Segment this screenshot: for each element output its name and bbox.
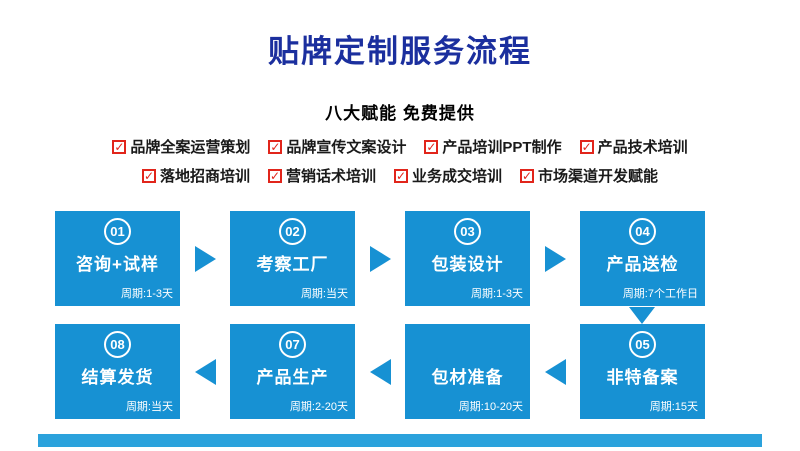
step-period: 周期:2-20天 — [289, 401, 348, 413]
step-title: 咨询+试样 — [76, 255, 159, 274]
step-period: 周期:当天 — [300, 288, 348, 300]
step-number-badge: 05 — [629, 331, 656, 358]
checkbox-icon: ✓ — [268, 139, 283, 154]
benefit-item: ✓ 品牌宣传文案设计 — [268, 136, 406, 157]
benefit-item: ✓ 市场渠道开发赋能 — [520, 165, 658, 186]
step-period: 周期:1-3天 — [471, 288, 523, 300]
flow-step-05: 05 非特备案 周期:15天 — [580, 324, 705, 419]
benefits-row-2: ✓ 落地招商培训 ✓ 营销话术培训 ✓ 业务成交培训 ✓ 市场渠道开发赋能 — [0, 165, 800, 186]
step-period: 周期:10-20天 — [458, 401, 523, 413]
arrow-down-icon — [629, 307, 655, 324]
bottom-decorative-strip — [38, 434, 762, 447]
flow-step-07: 07 产品生产 周期:2-20天 — [230, 324, 355, 419]
benefit-label: 业务成交培训 — [412, 168, 503, 185]
arrow-right-icon — [544, 245, 566, 272]
step-title: 产品送检 — [606, 255, 679, 274]
arrow-left-icon — [369, 358, 391, 385]
flow-step-02: 02 考察工厂 周期:当天 — [230, 211, 355, 306]
benefits-row-1: ✓ 品牌全案运营策划 ✓ 品牌宣传文案设计 ✓ 产品培训PPT制作 ✓ 产品技术… — [0, 136, 800, 157]
step-number-badge: 04 — [629, 218, 656, 245]
arrow-right-icon — [194, 245, 216, 272]
checkbox-icon: ✓ — [579, 139, 594, 154]
flow-step-03: 03 包装设计 周期:1-3天 — [405, 211, 530, 306]
step-title: 包装设计 — [431, 255, 504, 274]
arrow-right-icon — [369, 245, 391, 272]
flow-row-1: 01 咨询+试样 周期:1-3天 02 考察工厂 周期:当天 03 包装设计 周… — [55, 211, 705, 306]
arrow-gap — [530, 358, 580, 385]
checkbox-icon: ✓ — [267, 168, 282, 183]
flow-row-2: 08 结算发货 周期:当天 07 产品生产 周期:2-20天 包材准备 周期:1… — [55, 324, 705, 419]
step-number-badge: 07 — [279, 331, 306, 358]
flow-step-04: 04 产品送检 周期:7个工作日 — [580, 211, 705, 306]
benefit-label: 产品技术培训 — [597, 139, 688, 156]
benefit-item: ✓ 产品技术培训 — [579, 136, 688, 157]
benefit-item: ✓ 业务成交培训 — [394, 165, 502, 186]
benefit-label: 营销话术培训 — [285, 168, 376, 185]
subtitle: 八大赋能 免费提供 — [325, 104, 475, 123]
flow-step-baozhun: 包材准备 周期:10-20天 — [405, 324, 530, 419]
step-number-badge: 03 — [454, 218, 481, 245]
arrow-left-icon — [544, 358, 566, 385]
flow-step-08: 08 结算发货 周期:当天 — [55, 324, 180, 419]
page-title: 贴牌定制服务流程 — [268, 34, 532, 69]
arrow-gap — [355, 245, 405, 272]
arrow-gap — [180, 245, 230, 272]
step-number-badge: 01 — [104, 218, 131, 245]
step-title: 产品生产 — [256, 368, 329, 387]
flow-step-01: 01 咨询+试样 周期:1-3天 — [55, 211, 180, 306]
checkbox-icon: ✓ — [424, 139, 439, 154]
benefit-label: 产品培训PPT制作 — [442, 139, 562, 156]
step-number-badge: 08 — [104, 331, 131, 358]
arrow-gap — [530, 245, 580, 272]
arrow-left-icon — [194, 358, 216, 385]
benefit-label: 品牌宣传文案设计 — [286, 139, 407, 156]
checkbox-icon: ✓ — [112, 139, 127, 154]
benefit-item: ✓ 营销话术培训 — [267, 165, 376, 186]
benefit-item: ✓ 品牌全案运营策划 — [112, 136, 250, 157]
checkbox-icon: ✓ — [520, 168, 535, 183]
checkbox-icon: ✓ — [394, 168, 408, 183]
step-title: 包材准备 — [431, 368, 504, 387]
step-title: 结算发货 — [81, 368, 154, 387]
benefit-item: ✓ 产品培训PPT制作 — [424, 136, 562, 157]
benefit-label: 市场渠道开发赋能 — [538, 168, 659, 185]
step-number-badge: 02 — [279, 218, 306, 245]
checkbox-icon: ✓ — [141, 168, 156, 183]
step-period: 周期:当天 — [125, 401, 173, 413]
step-period: 周期:1-3天 — [121, 288, 173, 300]
arrow-gap — [180, 358, 230, 385]
benefit-label: 落地招商培训 — [159, 168, 250, 185]
step-title: 考察工厂 — [256, 255, 329, 274]
benefit-label: 品牌全案运营策划 — [130, 139, 251, 156]
arrow-gap — [355, 358, 405, 385]
benefit-item: ✓ 落地招商培训 — [141, 165, 250, 186]
process-flow: 01 咨询+试样 周期:1-3天 02 考察工厂 周期:当天 03 包装设计 周… — [55, 211, 705, 419]
step-period: 周期:7个工作日 — [622, 288, 698, 300]
step-period: 周期:15天 — [649, 401, 698, 413]
step-title: 非特备案 — [606, 368, 679, 387]
